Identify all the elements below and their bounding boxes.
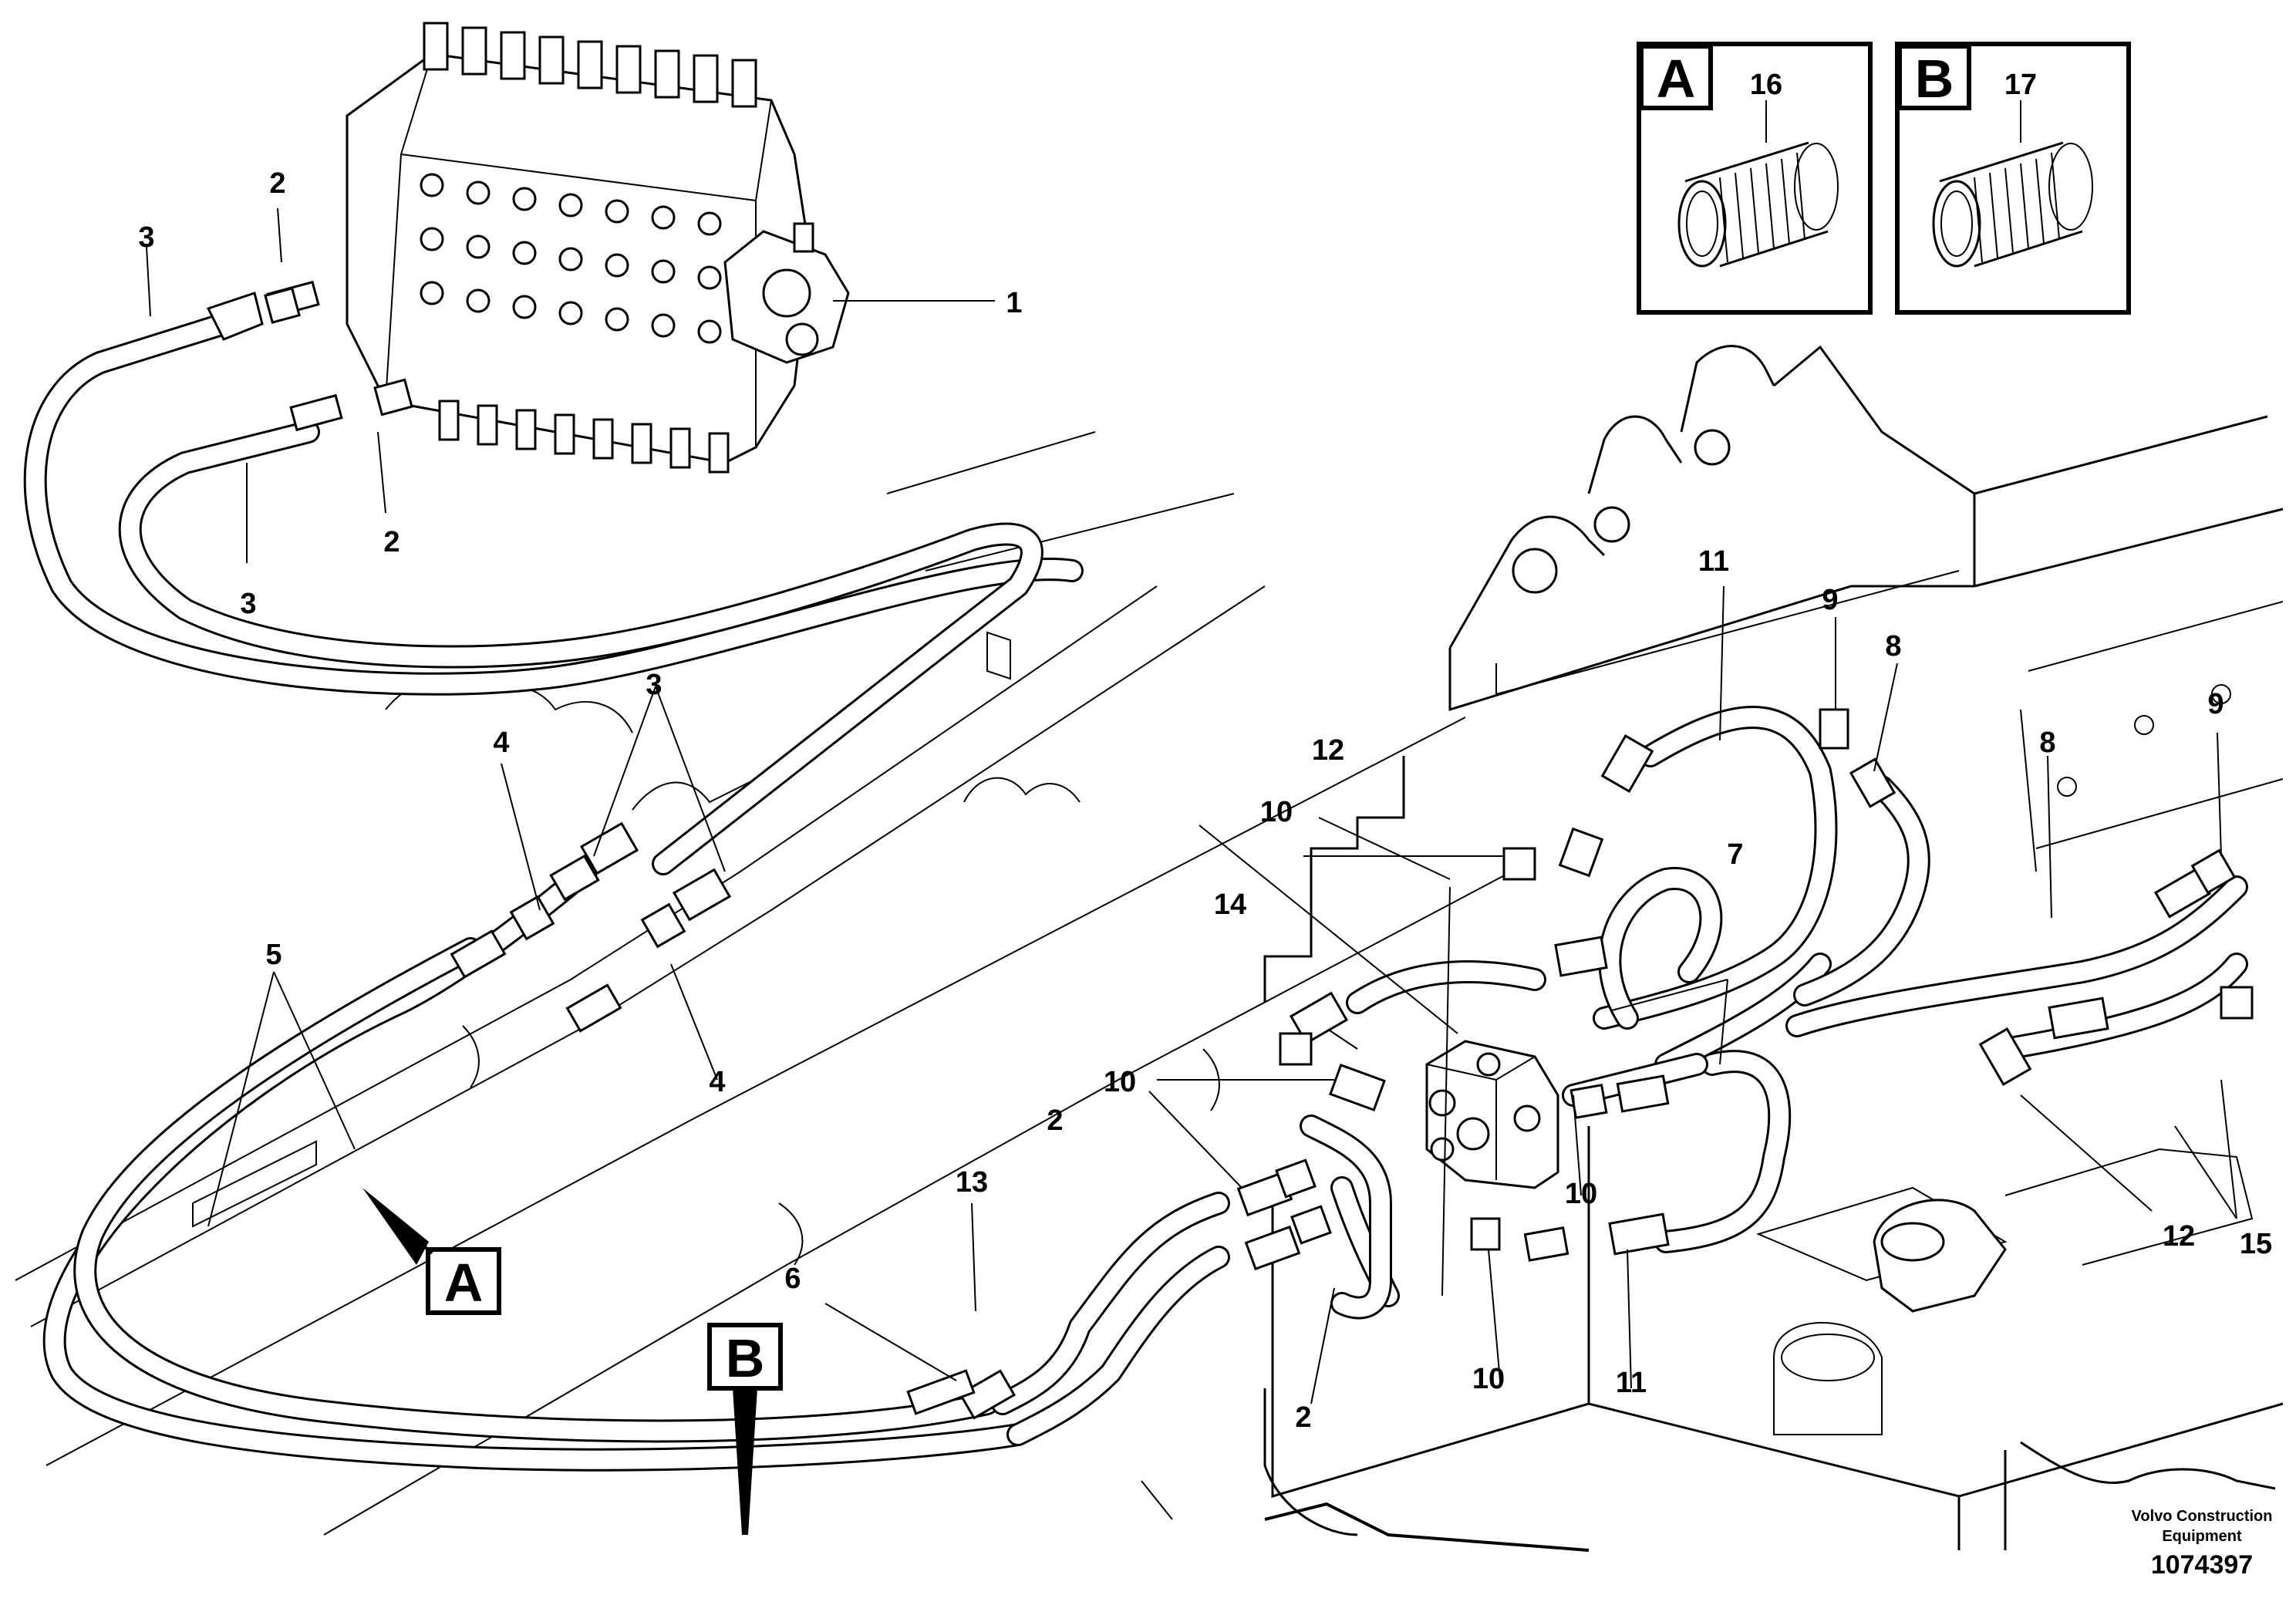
label-10-left: 10: [1104, 1066, 1136, 1098]
label-4-left: 4: [493, 727, 509, 759]
label-5: 5: [265, 939, 282, 971]
label-11-upper: 11: [1698, 545, 1729, 578]
detail-box-b: B 17: [1895, 42, 2131, 315]
fittings: [206, 280, 2254, 1420]
bushing-17: [1932, 141, 2093, 268]
label-3-lower: 3: [240, 588, 256, 620]
detail-box-a-letter: A: [1657, 49, 1696, 109]
valve-ports: [420, 173, 722, 344]
control-valve-block: [346, 22, 850, 474]
part-labels: 1 2 2 2 2 3 3 3 4 4 5 6 7 8 8 9 9 10 10 …: [138, 167, 2272, 1434]
label-9-left: 9: [1822, 584, 1838, 616]
label-4-right: 4: [709, 1066, 725, 1098]
label-14: 14: [1214, 889, 1246, 921]
callout-b: B: [707, 1323, 783, 1535]
label-8-right: 8: [2039, 727, 2055, 759]
document-number: 1074397: [2151, 1550, 2253, 1580]
label-12-left: 12: [1312, 734, 1344, 767]
label-17: 17: [2004, 69, 2037, 101]
leader-lines: [146, 207, 2237, 1520]
detail-box-a: A 16: [1637, 42, 1873, 315]
callout-a: A: [362, 1188, 501, 1315]
label-3-mid: 3: [646, 669, 662, 701]
callout-a-letter: A: [444, 1253, 484, 1313]
label-10-mid: 10: [1565, 1178, 1597, 1210]
label-11-lower: 11: [1616, 1367, 1647, 1399]
label-6: 6: [784, 1263, 801, 1295]
label-2-upper: 2: [269, 167, 285, 200]
label-12-right: 12: [2163, 1220, 2195, 1253]
company-name-line2: Equipment: [2162, 1528, 2242, 1545]
valve-spools: [423, 22, 757, 474]
label-3-upper: 3: [138, 221, 154, 254]
callout-b-letter: B: [726, 1328, 765, 1388]
label-10-upper: 10: [1260, 796, 1293, 828]
bushing-16: [1677, 141, 1839, 268]
footer-credit: Volvo Construction Equipment 1074397: [2132, 1508, 2273, 1580]
label-16: 16: [1750, 69, 1782, 101]
label-1: 1: [1006, 287, 1022, 319]
distributor-block: [1425, 1040, 1559, 1189]
label-8-left: 8: [1885, 630, 1901, 663]
machine-frame-outline: [15, 431, 1512, 1536]
label-9-right: 9: [2207, 688, 2224, 720]
label-13: 13: [956, 1166, 988, 1199]
label-2-mid: 2: [1047, 1104, 1063, 1137]
label-10-bottom: 10: [1472, 1363, 1505, 1395]
label-2-bottom: 2: [1295, 1401, 1311, 1434]
label-7: 7: [1727, 838, 1743, 871]
label-2-lower: 2: [383, 526, 400, 558]
company-name-line1: Volvo Construction: [2132, 1508, 2273, 1525]
label-15: 15: [2240, 1228, 2272, 1260]
upper-structure: [1263, 345, 2284, 1552]
center-swivel: [1873, 1148, 2254, 1313]
detail-box-b-letter: B: [1915, 49, 1954, 109]
